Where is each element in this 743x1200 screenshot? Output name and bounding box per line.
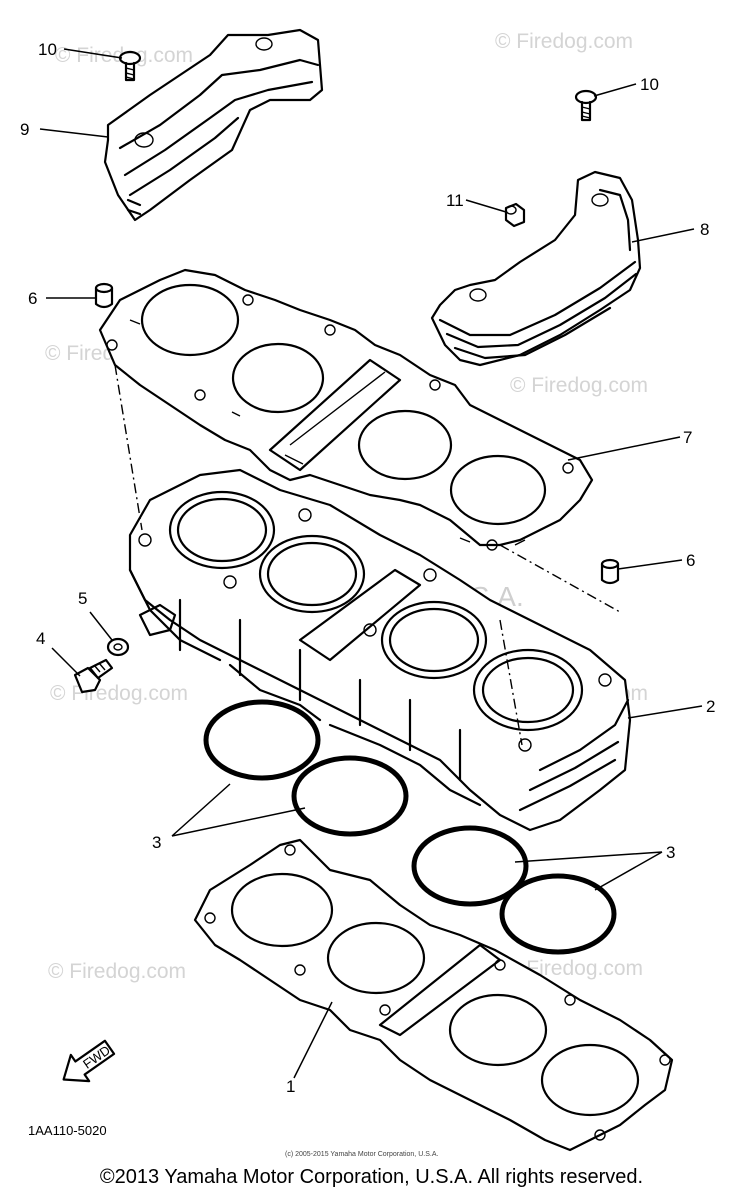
callout-8: 8	[700, 220, 709, 239]
o-ring	[499, 873, 617, 955]
part-1-base-gasket	[193, 838, 674, 1152]
part-7-head-gasket	[98, 268, 594, 551]
watermark-firedog: © Firedog.com	[48, 960, 186, 983]
o-ring	[291, 755, 409, 837]
part-6-dowel-right	[600, 558, 620, 585]
callout-9: 9	[20, 120, 29, 139]
o-ring	[411, 825, 529, 907]
watermark-firedog: © Firedog.com	[50, 682, 188, 705]
callout-3: 3	[666, 843, 675, 862]
part-11-grommet	[504, 202, 526, 228]
callout-1: 1	[286, 1077, 295, 1096]
callout-6: 6	[28, 289, 37, 308]
callout-6: 6	[686, 551, 695, 570]
callout-4: 4	[36, 629, 45, 648]
leader-lines	[39, 48, 703, 1079]
callout-10: 10	[640, 75, 659, 94]
callout-10: 10	[38, 40, 57, 59]
part-10-bolt-left	[118, 50, 142, 82]
small-credit: (c) 2005-2015 Yamaha Motor Corporation, …	[285, 1151, 438, 1158]
part-5-washer	[106, 637, 130, 657]
part-8-side-cover-right	[430, 170, 642, 367]
alignment-lines	[114, 364, 621, 746]
callout-numbers: 10 9 10 11 8 6 7 6 2 5 4 3 3 1	[20, 40, 715, 1096]
part-10-bolt-right	[574, 89, 598, 122]
part-2-cylinder-block	[128, 468, 632, 832]
diagram-code: 1AA110-5020	[28, 1123, 107, 1138]
fwd-arrow-icon: FWD	[62, 1039, 116, 1083]
callout-3: 3	[152, 833, 161, 852]
part-9-side-cover-left	[103, 28, 324, 222]
watermark-firedog: © Firedog.com	[510, 374, 648, 397]
part-4-union-bolt	[73, 658, 114, 694]
callout-5: 5	[78, 589, 87, 608]
part-3-o-rings	[203, 699, 617, 955]
callout-11: 11	[446, 191, 464, 210]
callout-7: 7	[683, 428, 692, 447]
part-6-dowel-left	[94, 282, 114, 309]
o-ring	[203, 699, 321, 781]
copyright-notice: ©2013 Yamaha Motor Corporation, U.S.A. A…	[99, 1166, 644, 1188]
watermark-firedog: © Firedog.com	[495, 30, 633, 53]
callout-2: 2	[706, 697, 715, 716]
